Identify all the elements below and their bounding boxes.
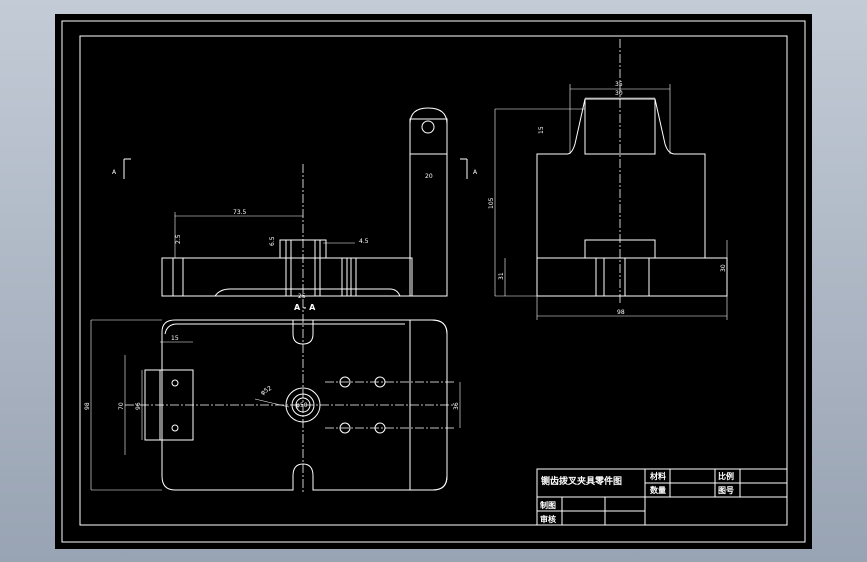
- dim-25: 25: [298, 293, 306, 300]
- drawing-no-label: 图号: [718, 486, 734, 495]
- section-mark-right: A: [473, 169, 478, 176]
- side-view: 35 30 105 15 31 98 30: [488, 39, 728, 320]
- drawing-viewport[interactable]: 73.5 2.5 6.5 4.5 20 25 A - A A A: [55, 14, 812, 549]
- section-mark-left: A: [112, 169, 117, 176]
- front-section-view: 73.5 2.5 6.5 4.5 20 25 A - A A A: [112, 107, 478, 314]
- checker-label: 审核: [540, 514, 556, 524]
- dim-phi52: φ52: [260, 385, 274, 397]
- dim-phi50: φ50: [296, 402, 308, 409]
- dim-30: 30: [615, 90, 623, 97]
- quantity-label: 数量: [650, 485, 666, 495]
- dim-20: 20: [425, 173, 433, 180]
- dim-73-5: 73.5: [233, 209, 247, 216]
- dim-36: 36: [453, 402, 460, 410]
- inner-border: [79, 35, 788, 526]
- section-label: A - A: [294, 303, 316, 312]
- material-label: 材料: [650, 471, 666, 481]
- dim-31: 31: [498, 272, 505, 280]
- ratio-label: 比例: [718, 471, 734, 481]
- dim-105: 105: [488, 197, 495, 209]
- dim-96: 96: [135, 402, 142, 410]
- outer-border: [61, 20, 806, 543]
- top-view: 98 70 96 15 36 φ52 φ50: [84, 314, 461, 494]
- title-text: 铡齿拨叉夹具零件图: [541, 475, 622, 487]
- dim-98b: 98: [617, 309, 625, 316]
- title-block: 铡齿拨叉夹具零件图 材料 比例 数量 图号 制图 审核: [536, 468, 788, 526]
- drafter-label: 制图: [540, 500, 556, 510]
- cad-drawing: 73.5 2.5 6.5 4.5 20 25 A - A A A: [61, 20, 806, 543]
- dim-15b: 15: [538, 126, 545, 134]
- dim-70: 70: [118, 402, 125, 410]
- dim-6-5: 6.5: [269, 236, 276, 246]
- dim-98: 98: [84, 402, 91, 410]
- dim-15: 15: [171, 335, 179, 342]
- dim-30b: 30: [720, 264, 727, 272]
- dim-2-5: 2.5: [175, 234, 182, 244]
- dim-4-5: 4.5: [359, 238, 369, 245]
- dim-35: 35: [615, 81, 623, 88]
